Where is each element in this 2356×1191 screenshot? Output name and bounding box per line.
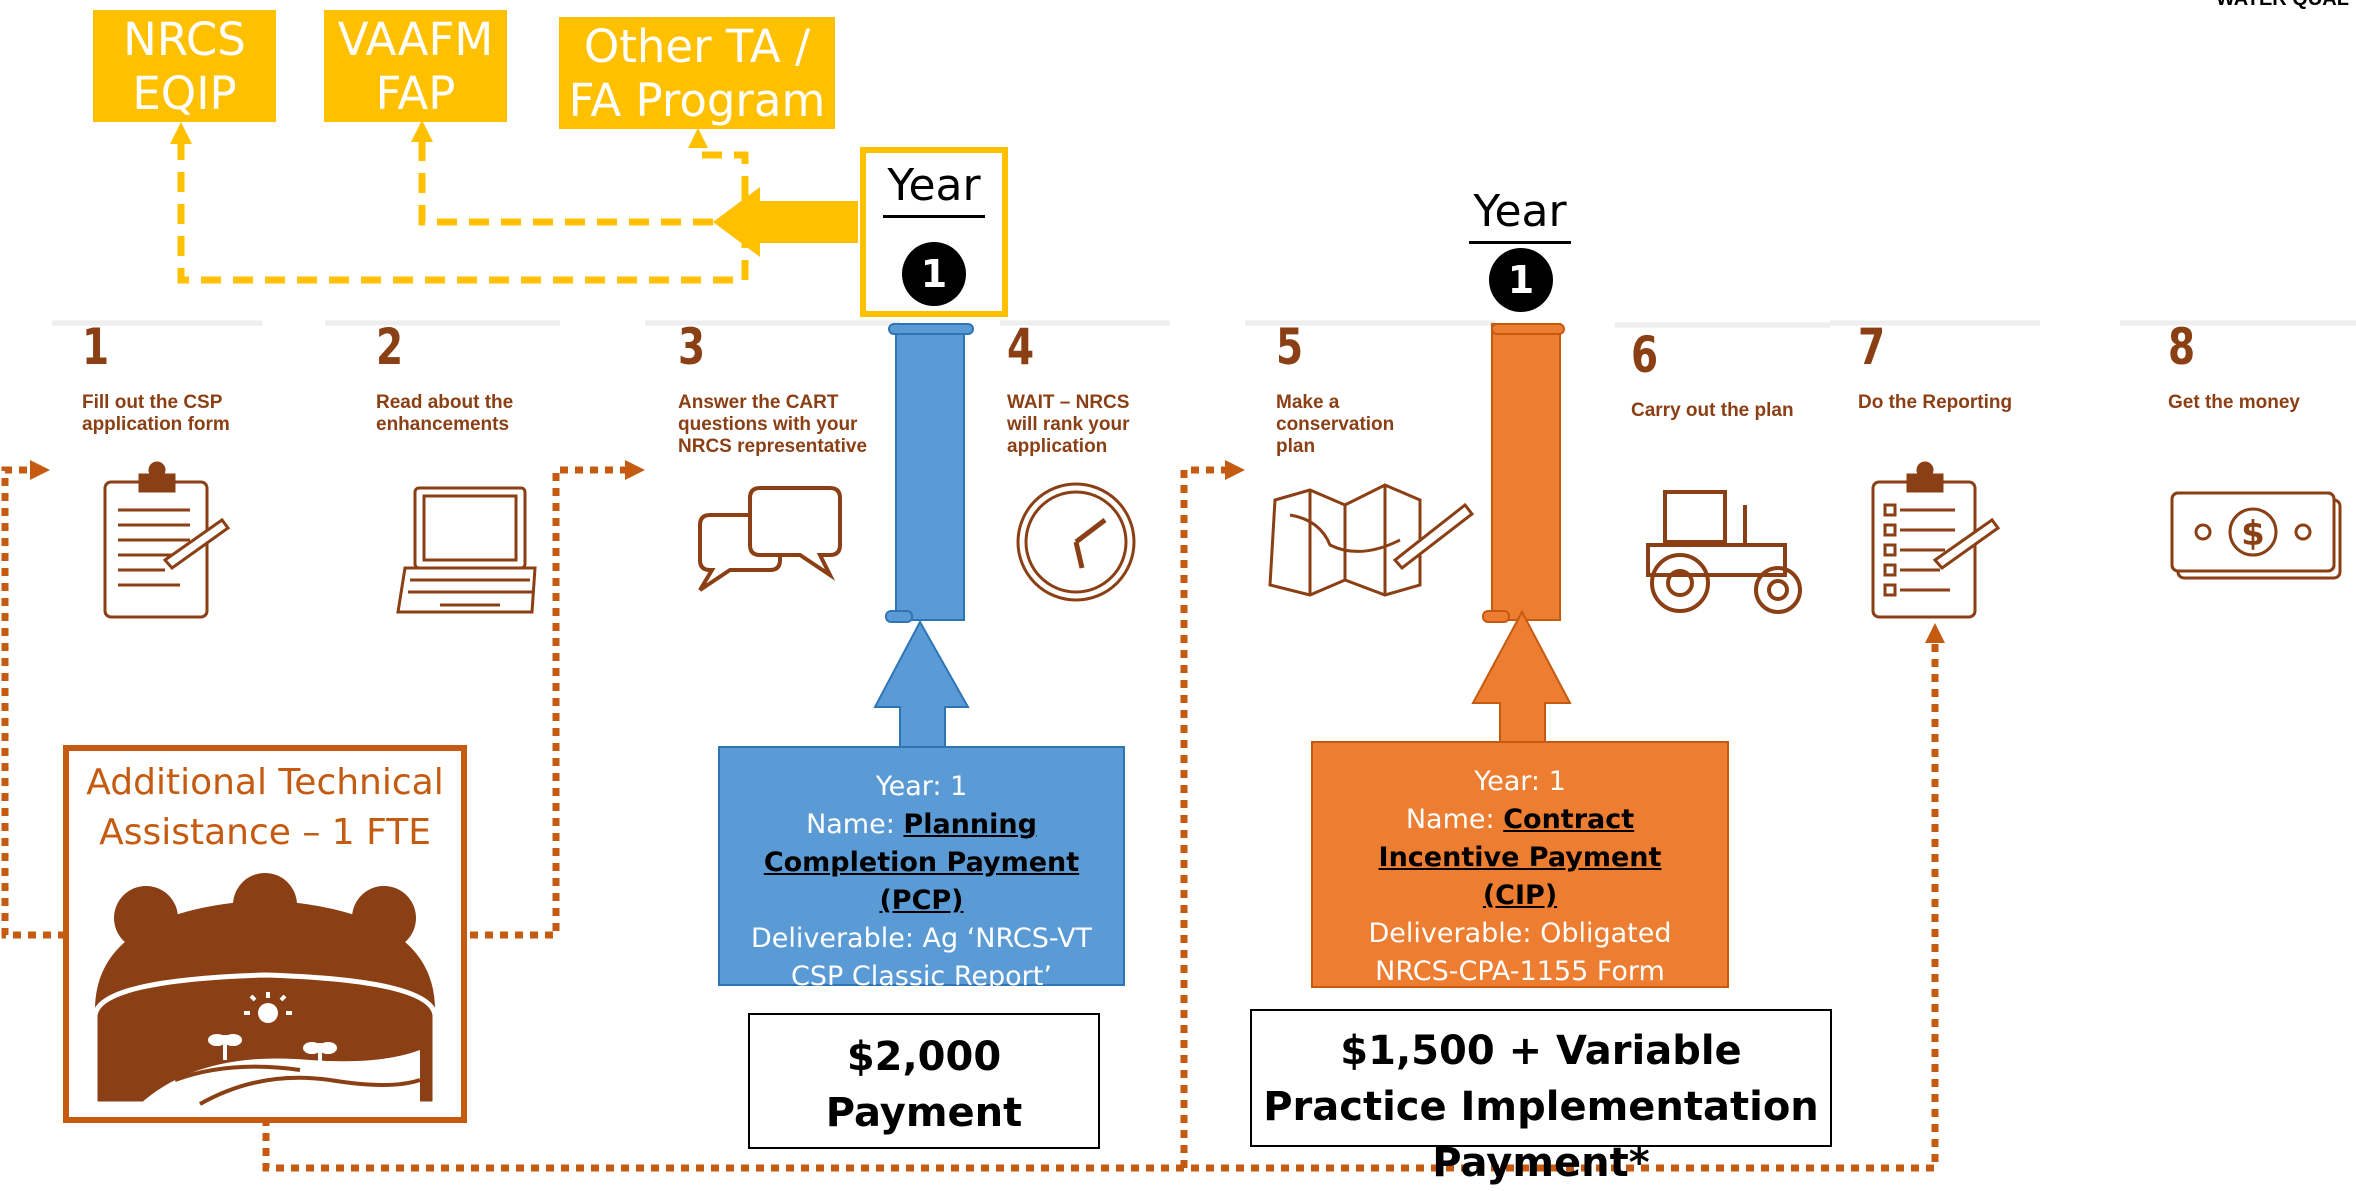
pcp-scroll <box>885 323 974 623</box>
money-icon-dollar: $ <box>2241 514 2265 554</box>
step-text: Get the money <box>2168 392 2300 413</box>
step-header-rules <box>52 320 2356 328</box>
pcp-year: Year: 1 <box>875 771 968 802</box>
step-number: 2 <box>376 318 404 376</box>
cip-scroll <box>1482 323 1565 623</box>
pcp-payment-box: $2,000 Payment <box>748 1013 1100 1149</box>
speech-bubbles-icon <box>698 486 842 592</box>
step-text: Make a conservation plan <box>1276 392 1395 457</box>
program-box-vaafm-fap: VAAFM FAP <box>324 10 507 122</box>
ta-dotted-arrowheads <box>30 460 1945 643</box>
step-text: WAIT – NRCS will rank your application <box>1007 392 1130 457</box>
cip-deliverable: Deliverable: Obligated NRCS-CPA-1155 For… <box>1368 918 1672 987</box>
step-text: Do the Reporting <box>1858 392 2013 413</box>
step-number: 4 <box>1007 318 1035 376</box>
gold-feed-arrow <box>713 187 858 257</box>
cip-name-prefix: Name: <box>1405 804 1495 835</box>
corner-title-text: WATER QUAL <box>2216 0 2349 11</box>
step-number: 8 <box>2168 318 2196 376</box>
pcp-name-prefix: Name: <box>806 809 895 840</box>
money-icon <box>2170 491 2342 580</box>
program-arrowheads <box>170 120 708 148</box>
map-icon <box>1268 483 1475 597</box>
laptop-icon <box>396 486 537 614</box>
checklist-icon <box>1871 461 2001 619</box>
cip-up-arrow <box>1471 609 1572 745</box>
pcp-name-line: Name: Planning Completion Payment (PCP) <box>720 806 1123 920</box>
program-box-other: Other TA / FA Program <box>559 17 835 129</box>
step-number: 3 <box>678 318 706 376</box>
year-label: Year <box>1445 186 1595 244</box>
pcp-info-box: Year: 1 Name: Planning Completion Paymen… <box>718 746 1125 992</box>
step-number: 7 <box>1858 318 1886 376</box>
cip-name: Contract Incentive Payment (CIP) <box>1378 804 1662 911</box>
step-text: Carry out the plan <box>1631 400 1794 421</box>
step-number: 5 <box>1276 318 1304 376</box>
program-dashed-paths <box>177 135 749 284</box>
cip-info-box: Year: 1 Name: Contract Incentive Payment… <box>1311 741 1729 988</box>
program-label: VAAFM FAP <box>337 13 494 120</box>
clock-icon <box>1016 482 1136 602</box>
step-number: 1 <box>82 318 110 376</box>
step-text: Answer the CART questions with your NRCS… <box>678 392 868 457</box>
cip-name-line: Name: Contract Incentive Payment (CIP) <box>1313 801 1727 915</box>
program-box-nrcs-eqip: NRCS EQIP <box>93 10 276 122</box>
pcp-up-arrow <box>873 619 970 749</box>
cip-year: Year: 1 <box>1474 766 1566 797</box>
year-badge: 1 <box>902 242 966 306</box>
ta-title: Additional Technical Assistance – 1 FTE <box>86 762 444 853</box>
pcp-deliverable: Deliverable: Ag ‘NRCS-VT CSP Classic Rep… <box>750 923 1093 992</box>
year-frame <box>860 147 1008 317</box>
program-label: NRCS EQIP <box>123 13 246 120</box>
pcp-name: Planning Completion Payment (PCP) <box>763 809 1080 916</box>
clipboard-icon <box>103 461 231 619</box>
step-text: Read about the enhancements <box>376 392 514 435</box>
program-label: Other TA / FA Program <box>568 20 826 127</box>
people-farm-icon <box>92 873 438 1107</box>
year-badge: 1 <box>1489 248 1553 312</box>
cip-payment-box: $1,500 + Variable Practice Implementatio… <box>1250 1009 1832 1186</box>
step-text: Fill out the CSP application form <box>82 392 230 435</box>
year-label: Year <box>860 160 1008 218</box>
step-number: 6 <box>1631 326 1659 384</box>
tractor-icon <box>1646 490 1802 614</box>
